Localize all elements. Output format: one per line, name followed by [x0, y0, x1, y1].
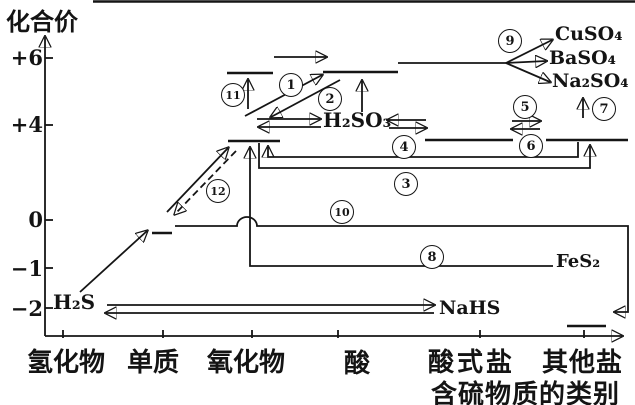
circled-number-5: 5: [513, 95, 537, 119]
arrow-9-to-cuso4: [505, 40, 552, 64]
y-tick-label-plus4: +4: [10, 112, 43, 137]
species-h2s: H₂S: [53, 290, 96, 314]
circled-number-8: 8: [420, 245, 444, 269]
circled-number-6: 6: [519, 134, 543, 158]
circled-number-11: 11: [221, 83, 245, 107]
circled-number-4: 4: [392, 135, 416, 159]
species-h2so3: H₂SO₃: [323, 108, 392, 132]
arrow-2-h2so4-to-h2so3: [271, 79, 341, 117]
x-category-hydride: 氢化物: [27, 348, 106, 378]
x-category-acid-salt: 酸式盐: [428, 348, 516, 378]
species-na2so4: Na₂SO₄: [552, 70, 629, 92]
path-4-na2so3-to-so2: [268, 142, 579, 158]
x-category-oxide: 氧化物: [207, 348, 286, 378]
species-fes2: FeS₂: [556, 251, 601, 272]
species-nahs: NaHS: [439, 297, 501, 319]
y-tick-label-plus6: +6: [10, 45, 43, 70]
x-axis-title: 含硫物质的类别: [431, 380, 621, 405]
x-category-element: 单质: [127, 348, 180, 378]
y-axis-title: 化合价: [6, 8, 78, 36]
circled-number-10: 10: [330, 200, 354, 224]
species-cuso4: CuSO₄: [555, 23, 623, 45]
circled-number-1: 1: [279, 73, 303, 97]
circled-number-7: 7: [592, 97, 616, 121]
x-category-other-salt: 其他盐: [542, 348, 624, 378]
circled-number-3: 3: [394, 172, 418, 196]
arrow-12-so2-to-s-dashed: [175, 150, 237, 214]
arrow-h2s-to-s: [79, 231, 147, 293]
arrow-12-s-to-so2-solid: [166, 148, 228, 213]
path-3-so2-to-na2so3: [258, 143, 590, 169]
species-baso4: BaSO₄: [549, 47, 616, 69]
path-10-s-to-sulfide-salt: [175, 216, 629, 312]
circled-number-12: 12: [206, 179, 230, 203]
path-8-fes2-to-so2: [250, 148, 553, 267]
circled-number-2: 2: [318, 87, 342, 111]
y-tick-label-minus1: −1: [10, 256, 43, 281]
circled-number-9: 9: [498, 29, 522, 53]
y-tick-label-zero: 0: [28, 207, 43, 232]
y-tick-label-minus2: −2: [10, 296, 43, 321]
arrow-9-to-baso4: [505, 61, 546, 63]
arrow-1-h2so3-to-h2so4: [244, 75, 322, 117]
x-category-acid: 酸: [344, 349, 371, 379]
arrow-9-to-na2so4: [505, 62, 550, 82]
